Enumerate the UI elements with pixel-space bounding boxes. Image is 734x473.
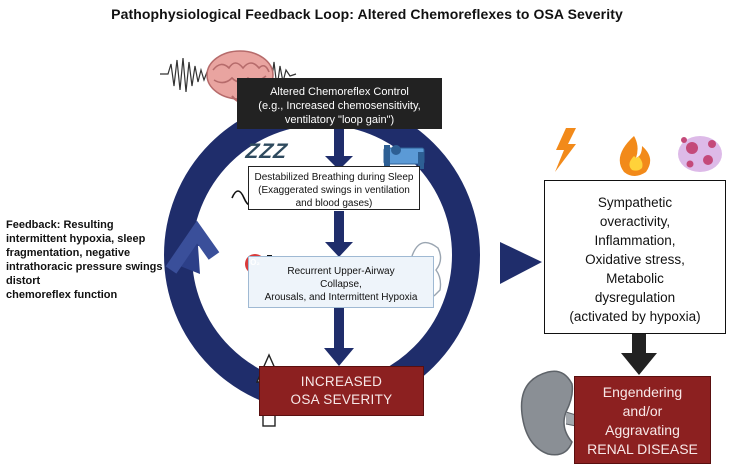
breathing-line-1: Destabilized Breathing during Sleep [254,172,414,183]
collapse-line-1: Recurrent Upper-Airway [287,266,395,277]
zzz-sleep-icon: ZZZ [244,140,290,163]
arrow-head-1-icon [325,156,353,170]
sympathetic-box: Sympathetic overactivity, Inflammation, … [544,180,726,334]
arrow-to-renal-icon [621,333,657,375]
breathing-line-3: and blood gases) [295,198,373,209]
renal-line-2: and/or [622,403,663,419]
renal-disease-box: Engendering and/or Aggravating RENAL DIS… [574,376,711,464]
chemoreflex-line-3: ventilatory "loop gain") [284,114,395,126]
arrow-shaft-3 [334,308,344,352]
sympathetic-line-1: Sympathetic [597,195,673,210]
feedback-line-1: Feedback: Resulting [6,219,114,231]
collapse-line-3: Arousals, and Intermittent Hypoxia [264,292,418,303]
arrow-head-2-icon [325,242,353,257]
loop-chevron-stroke-icon [165,220,220,274]
feedback-line-4: intrathoracic pressure swings [6,261,163,273]
arrow-shaft-1 [334,129,344,159]
breathing-line-2: (Exaggerated swings in ventilation [258,185,410,196]
sympathetic-line-4: Oxidative stress, [585,252,685,267]
chemoreflex-box: Altered Chemoreflex Control (e.g., Incre… [237,78,442,129]
collapse-line-2: Collapse, [320,279,362,290]
chemoreflex-line-2: (e.g., Increased chemosensitivity, [258,100,421,112]
feedback-line-3: fragmentation, negative [6,247,131,259]
renal-line-4: RENAL DISEASE [587,441,698,457]
bed-icon [383,145,425,169]
flame-icon [619,136,651,176]
brainwave-icon [160,57,217,93]
osa-line-2: OSA SEVERITY [290,392,393,407]
page-title: Pathophysiological Feedback Loop: Altere… [111,6,623,22]
chemoreflex-line-1: Altered Chemoreflex Control [270,86,409,98]
feedback-line-5: distort [6,275,41,287]
renal-line-3: Aggravating [605,422,680,438]
sympathetic-line-7: (activated by hypoxia) [569,309,701,324]
airway-collapse-box: Recurrent Upper-Airway Collapse, Arousal… [248,256,434,308]
inflammation-cells-icon [678,136,722,172]
feedback-line-2: intermittent hypoxia, sleep [6,233,146,245]
o2-label: O₂ [250,258,260,267]
sympathetic-line-3: Inflammation, [594,233,676,248]
osa-line-1: INCREASED [300,374,383,389]
arrow-shaft-2 [334,211,344,245]
feedback-line-6: chemoreflex function [6,289,118,301]
arrow-head-3-icon [324,348,354,366]
osa-severity-box: INCREASED OSA SEVERITY [259,366,424,416]
central-arrows [324,129,354,366]
sympathetic-line-6: dysregulation [594,290,676,305]
breathing-box: Destabilized Breathing during Sleep (Exa… [248,166,420,210]
arrow-to-sympathetic-icon [500,242,542,284]
sympathetic-line-5: Metabolic [606,271,664,286]
feedback-description: Feedback: Resulting intermittent hypoxia… [6,218,192,302]
renal-line-1: Engendering [602,384,683,400]
lightning-icon [555,128,576,172]
sympathetic-line-2: overactivity, [599,214,671,229]
